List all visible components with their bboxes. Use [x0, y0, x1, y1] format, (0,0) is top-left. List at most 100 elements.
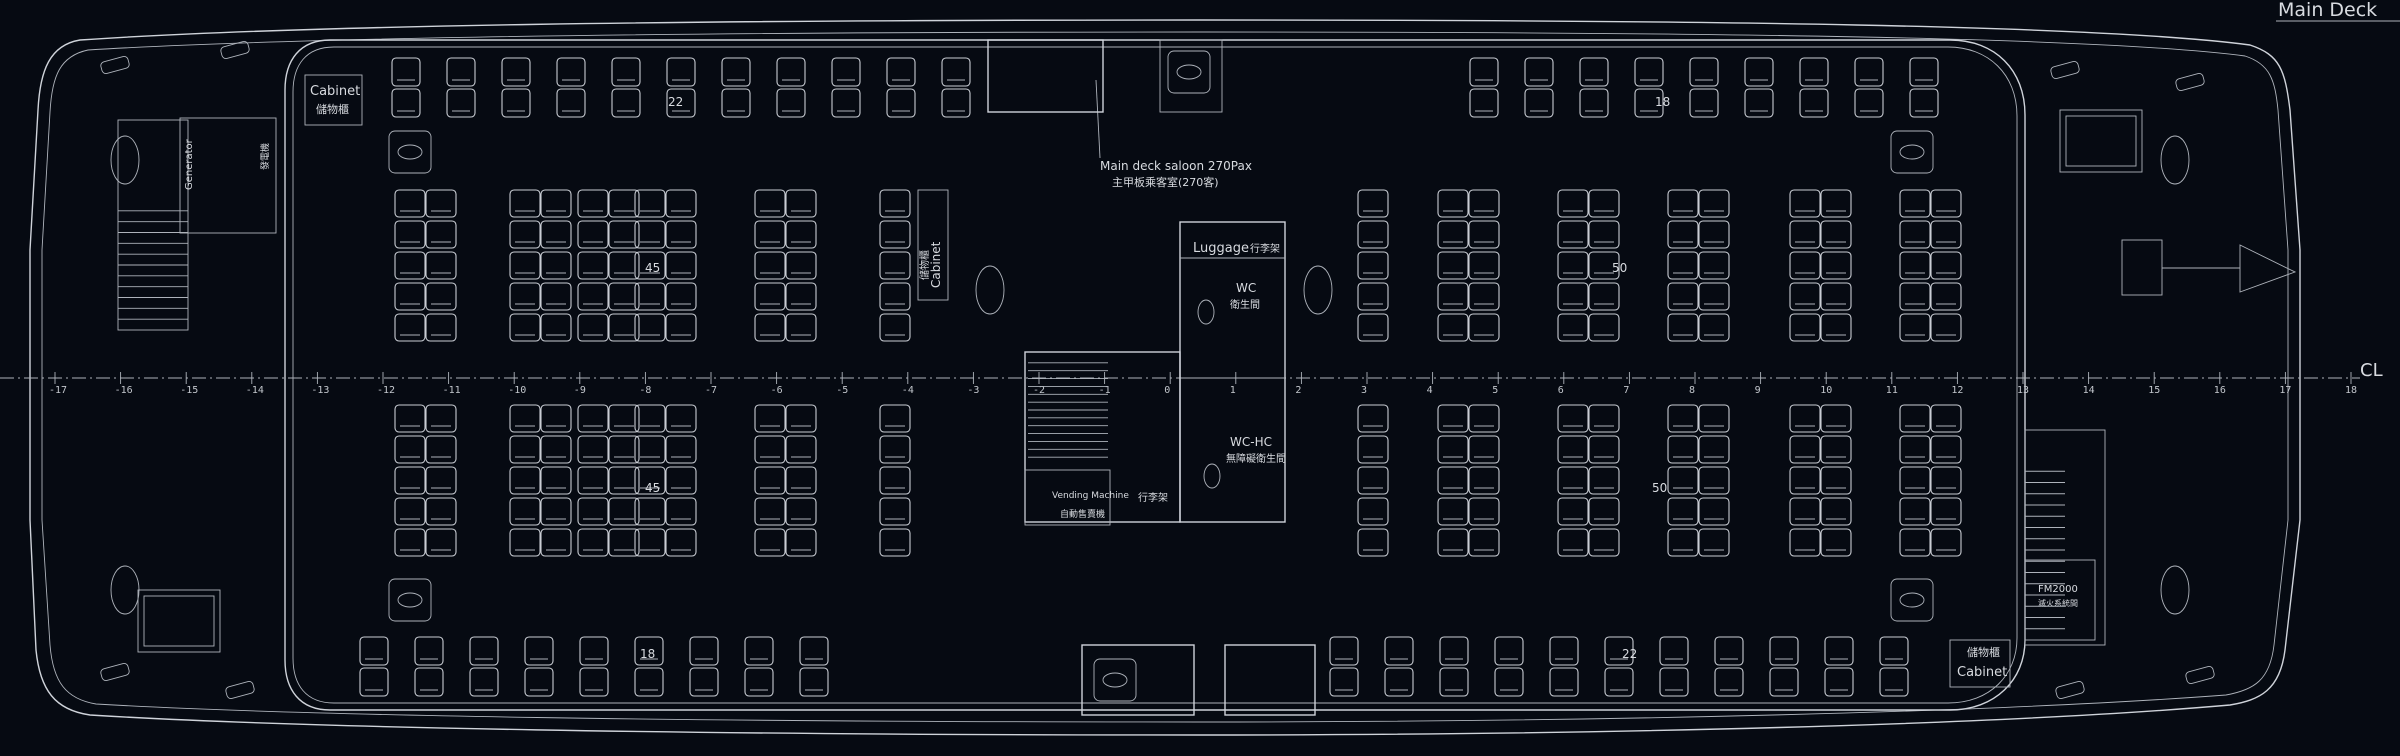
fm2000-label-cn: 滅火系統間	[2038, 598, 2078, 608]
seat	[540, 435, 572, 464]
seat	[879, 251, 911, 280]
seat	[608, 251, 640, 280]
seat	[394, 404, 426, 433]
seat	[1930, 528, 1962, 557]
seat	[1557, 497, 1589, 526]
seat	[1698, 528, 1730, 557]
seat	[524, 636, 554, 666]
seat	[1557, 466, 1589, 495]
cabinet-center-label: Cabinet	[929, 241, 943, 288]
seat	[1494, 636, 1524, 666]
seat	[1357, 189, 1389, 218]
frame-tick-label: 6	[1558, 385, 1564, 396]
seat	[577, 251, 609, 280]
seat	[579, 667, 609, 697]
seat	[1667, 282, 1699, 311]
seat	[394, 435, 426, 464]
seat	[1698, 313, 1730, 342]
seat	[1698, 251, 1730, 280]
seat	[414, 667, 444, 697]
seat	[1930, 282, 1962, 311]
seat	[509, 528, 541, 557]
seat	[1820, 220, 1852, 249]
seat	[1799, 88, 1829, 118]
seat	[446, 57, 476, 87]
seat	[1357, 251, 1389, 280]
seat-count-lower-left: 45	[645, 481, 660, 495]
mooring-cleat	[2175, 73, 2205, 91]
seat	[1468, 282, 1500, 311]
wc-label: WC	[1236, 281, 1256, 295]
seat	[1820, 404, 1852, 433]
aft-stair	[117, 119, 189, 331]
seat	[1899, 313, 1931, 342]
seat	[634, 282, 666, 311]
mooring-cleat	[225, 681, 255, 699]
seat	[501, 88, 531, 118]
seat	[540, 189, 572, 218]
seat	[785, 435, 817, 464]
seat	[1930, 313, 1962, 342]
seat	[1799, 57, 1829, 87]
seat	[634, 313, 666, 342]
seat	[1689, 88, 1719, 118]
vending-label-cn: 自動售賣機	[1060, 508, 1105, 520]
generator-label: Generator	[184, 138, 195, 190]
center-stair-treads	[1028, 362, 1108, 458]
seat	[785, 251, 817, 280]
seat	[879, 220, 911, 249]
seat	[785, 313, 817, 342]
frame-tick-label: -1	[1099, 385, 1111, 396]
seat	[1588, 282, 1620, 311]
seat	[394, 313, 426, 342]
seat	[359, 667, 389, 697]
frame-tick-label: 2	[1295, 385, 1301, 396]
deck-hatch	[2059, 109, 2143, 173]
seat	[1557, 220, 1589, 249]
seat	[1329, 667, 1359, 697]
fwd-stair	[2024, 429, 2106, 646]
seat	[1588, 435, 1620, 464]
seat	[799, 667, 829, 697]
seat	[1659, 667, 1689, 697]
seat	[1820, 313, 1852, 342]
seat	[611, 57, 641, 87]
cabinet-fwd-label-cn: 儲物櫃	[1967, 645, 2000, 659]
seat	[1557, 404, 1589, 433]
frame-tick-label: -6	[771, 385, 783, 396]
seat	[1899, 282, 1931, 311]
seat	[1437, 282, 1469, 311]
luggage-label: Luggage	[1193, 241, 1249, 256]
seat	[1789, 497, 1821, 526]
cabinet-aft-box	[304, 74, 363, 126]
seat	[1384, 667, 1414, 697]
seat	[1744, 57, 1774, 87]
frame-tick-label: -10	[508, 385, 526, 396]
seat	[1469, 57, 1499, 87]
frame-tick-label: -12	[377, 385, 395, 396]
seat	[1357, 313, 1389, 342]
mooring-cleat	[2050, 61, 2080, 79]
frame-tick-label: -16	[115, 385, 133, 396]
seat	[689, 667, 719, 697]
seat	[831, 57, 861, 87]
cabinet-center-label-cn: 儲物櫃	[918, 250, 931, 280]
seat	[634, 189, 666, 218]
seat	[1698, 404, 1730, 433]
frame-tick-label: 5	[1492, 385, 1498, 396]
seat	[785, 528, 817, 557]
seat	[1667, 251, 1699, 280]
seat	[1588, 466, 1620, 495]
seat	[1899, 251, 1931, 280]
life-ring-hatch	[388, 130, 432, 174]
seat	[1437, 313, 1469, 342]
seat	[1879, 667, 1909, 697]
seat	[879, 189, 911, 218]
seat	[1824, 636, 1854, 666]
seat	[1357, 404, 1389, 433]
seat	[1899, 404, 1931, 433]
seat	[469, 636, 499, 666]
seat	[391, 88, 421, 118]
seat	[469, 667, 499, 697]
seat	[665, 497, 697, 526]
